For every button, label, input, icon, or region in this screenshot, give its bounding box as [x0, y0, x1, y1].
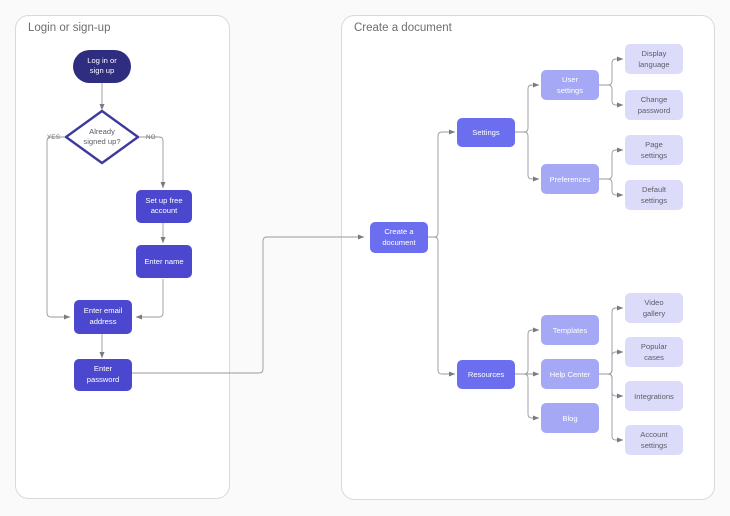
node-enter-email-address[interactable]: Enter email address — [74, 300, 132, 334]
node-preferences-label: Preferences — [550, 175, 591, 184]
node-enter-name-line1: Enter name — [144, 257, 183, 266]
node-enter-email-address-line2: address — [89, 317, 116, 326]
node-change-password[interactable]: Change password — [625, 90, 683, 120]
node-video-gallery-line2: gallery — [643, 309, 666, 318]
node-video-gallery-line1: Video — [644, 298, 663, 307]
connector-enter-password-to-create-document — [132, 234, 365, 374]
panel-login-title: Login or sign-up — [28, 22, 110, 34]
connector-yes-to-enter-email — [46, 136, 71, 320]
node-settings-label: Settings — [472, 128, 500, 137]
node-page-settings-line1: Page — [645, 140, 663, 149]
node-create-a-document[interactable]: Create a document — [370, 222, 428, 253]
node-user-settings-line1: User — [562, 75, 579, 84]
node-video-gallery[interactable]: Video gallery — [625, 293, 683, 323]
connector-root-to-resources — [428, 236, 456, 377]
node-preferences[interactable]: Preferences — [541, 164, 599, 194]
connector-no-to-setup-account — [138, 136, 166, 189]
node-page-settings[interactable]: Page settings — [625, 135, 683, 165]
node-resources[interactable]: Resources — [457, 360, 515, 389]
node-decision-line2: signed up? — [83, 137, 120, 146]
node-create-a-document-line1: Create a — [384, 227, 414, 236]
connector-preferences-to-default-settings — [599, 178, 624, 198]
node-account-settings-line1: Account — [640, 430, 668, 439]
node-templates[interactable]: Templates — [541, 315, 599, 345]
panel-create-a-document — [341, 15, 715, 500]
node-popular-cases-line2: cases — [644, 353, 664, 362]
node-blog-label: Blog — [562, 414, 577, 423]
connector-resources-to-blog — [515, 373, 540, 421]
node-enter-password-line1: Enter — [94, 364, 113, 373]
node-help-center-label: Help Center — [550, 370, 591, 379]
panel-create-a-document-title: Create a document — [354, 22, 453, 34]
connector-help-center-to-account-settings — [599, 373, 624, 443]
node-setup-free-account-line1: Set up free — [145, 196, 182, 205]
node-page-settings-line2: settings — [641, 151, 667, 160]
node-setup-free-account-line2: account — [151, 206, 178, 215]
node-blog[interactable]: Blog — [541, 403, 599, 433]
node-enter-password-line2: password — [87, 375, 120, 384]
node-help-center[interactable]: Help Center — [541, 359, 599, 389]
edge-label-yes: YES — [47, 134, 60, 141]
node-enter-password[interactable]: Enter password — [74, 359, 132, 391]
panel-login — [15, 15, 230, 499]
node-display-language-line2: language — [638, 60, 669, 69]
node-enter-email-address-line1: Enter email — [84, 306, 123, 315]
node-user-settings[interactable]: User settings — [541, 70, 599, 100]
node-popular-cases-line1: Popular — [641, 342, 668, 351]
node-create-a-document-line2: document — [382, 238, 416, 247]
node-resources-label: Resources — [468, 370, 504, 379]
node-account-settings-line2: settings — [641, 441, 667, 450]
node-default-settings-line1: Default — [642, 185, 667, 194]
node-user-settings-line2: settings — [557, 86, 583, 95]
connector-settings-to-preferences — [515, 131, 540, 182]
node-enter-name[interactable]: Enter name — [136, 245, 192, 278]
node-popular-cases[interactable]: Popular cases — [625, 337, 683, 367]
node-decision-already-signed-up[interactable]: Already signed up? — [64, 109, 140, 165]
edge-label-no: NO — [146, 134, 156, 141]
node-log-in-or-sign-up[interactable]: Log in or sign up — [73, 50, 131, 83]
connector-enter-name-to-enter-email — [135, 279, 164, 320]
node-log-in-or-sign-up-line2: sign up — [90, 66, 115, 75]
node-account-settings[interactable]: Account settings — [625, 425, 683, 455]
node-change-password-line1: Change — [641, 95, 668, 104]
node-display-language-line1: Display — [642, 49, 667, 58]
node-log-in-or-sign-up-line1: Log in or — [87, 56, 117, 65]
node-default-settings-line2: settings — [641, 196, 667, 205]
node-decision-line1: Already — [89, 127, 115, 136]
node-display-language[interactable]: Display language — [625, 44, 683, 74]
node-setup-free-account[interactable]: Set up free account — [136, 190, 192, 223]
node-integrations[interactable]: Integrations — [625, 381, 683, 411]
node-settings[interactable]: Settings — [457, 118, 515, 147]
connector-user-settings-to-change-password — [599, 84, 624, 108]
node-default-settings[interactable]: Default settings — [625, 180, 683, 210]
node-change-password-line2: password — [638, 106, 671, 115]
node-templates-label: Templates — [553, 326, 588, 335]
node-integrations-label: Integrations — [634, 392, 674, 401]
